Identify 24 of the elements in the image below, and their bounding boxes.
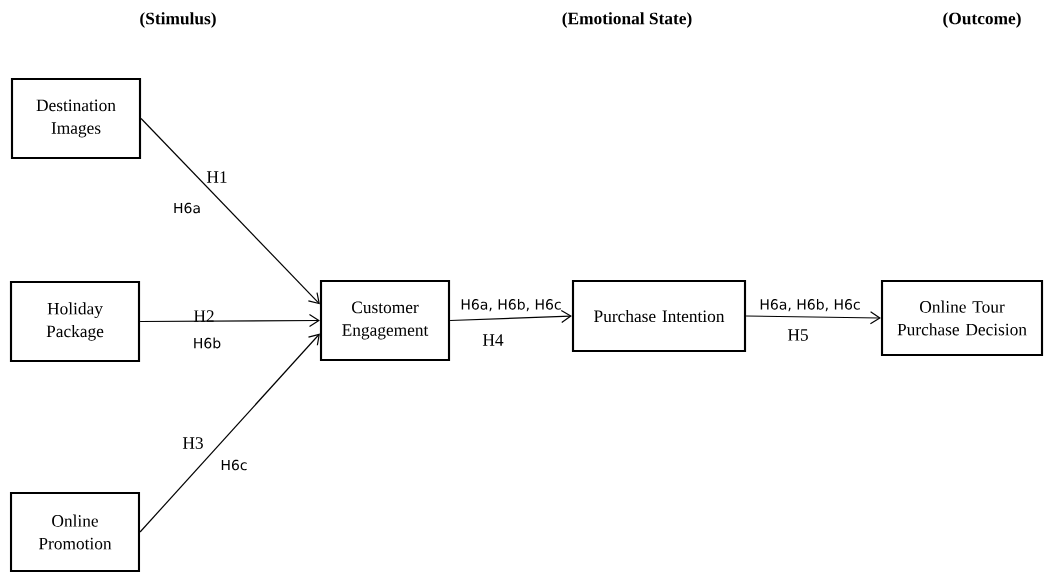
hypothesis-label: H6b xyxy=(194,337,221,349)
edge-label: H2 xyxy=(193,310,214,322)
edge-label: H4 xyxy=(482,334,504,346)
edge-label: H1 xyxy=(206,171,227,183)
arrow xyxy=(140,117,320,305)
arrow xyxy=(449,309,572,323)
concept-box: Purchase Intention xyxy=(571,279,747,353)
concept-box: Customer Engagement xyxy=(319,279,451,362)
hypothesis-label: H6c xyxy=(221,459,247,471)
concept-box: Holiday Package xyxy=(9,280,141,363)
concept-box: Destination Images xyxy=(10,77,142,160)
concept-box: Online Promotion xyxy=(9,491,141,572)
edge-label: H5 xyxy=(787,329,808,341)
column-heading: (Outcome) xyxy=(943,12,1021,28)
column-heading: (Emotional State) xyxy=(562,12,692,28)
column-heading: (Stimulus) xyxy=(140,12,216,28)
hypothesis-label: H6a xyxy=(174,202,200,214)
arrow xyxy=(139,313,320,328)
hypothesis-label: H6a, H6b, H6c xyxy=(760,298,860,312)
arrow xyxy=(139,333,320,533)
arrow xyxy=(745,311,881,325)
hypothesis-label: H6a, H6b, H6c xyxy=(461,298,561,312)
edge-label: H3 xyxy=(182,437,203,449)
concept-box: Online Tour Purchase Decision xyxy=(880,279,1044,357)
